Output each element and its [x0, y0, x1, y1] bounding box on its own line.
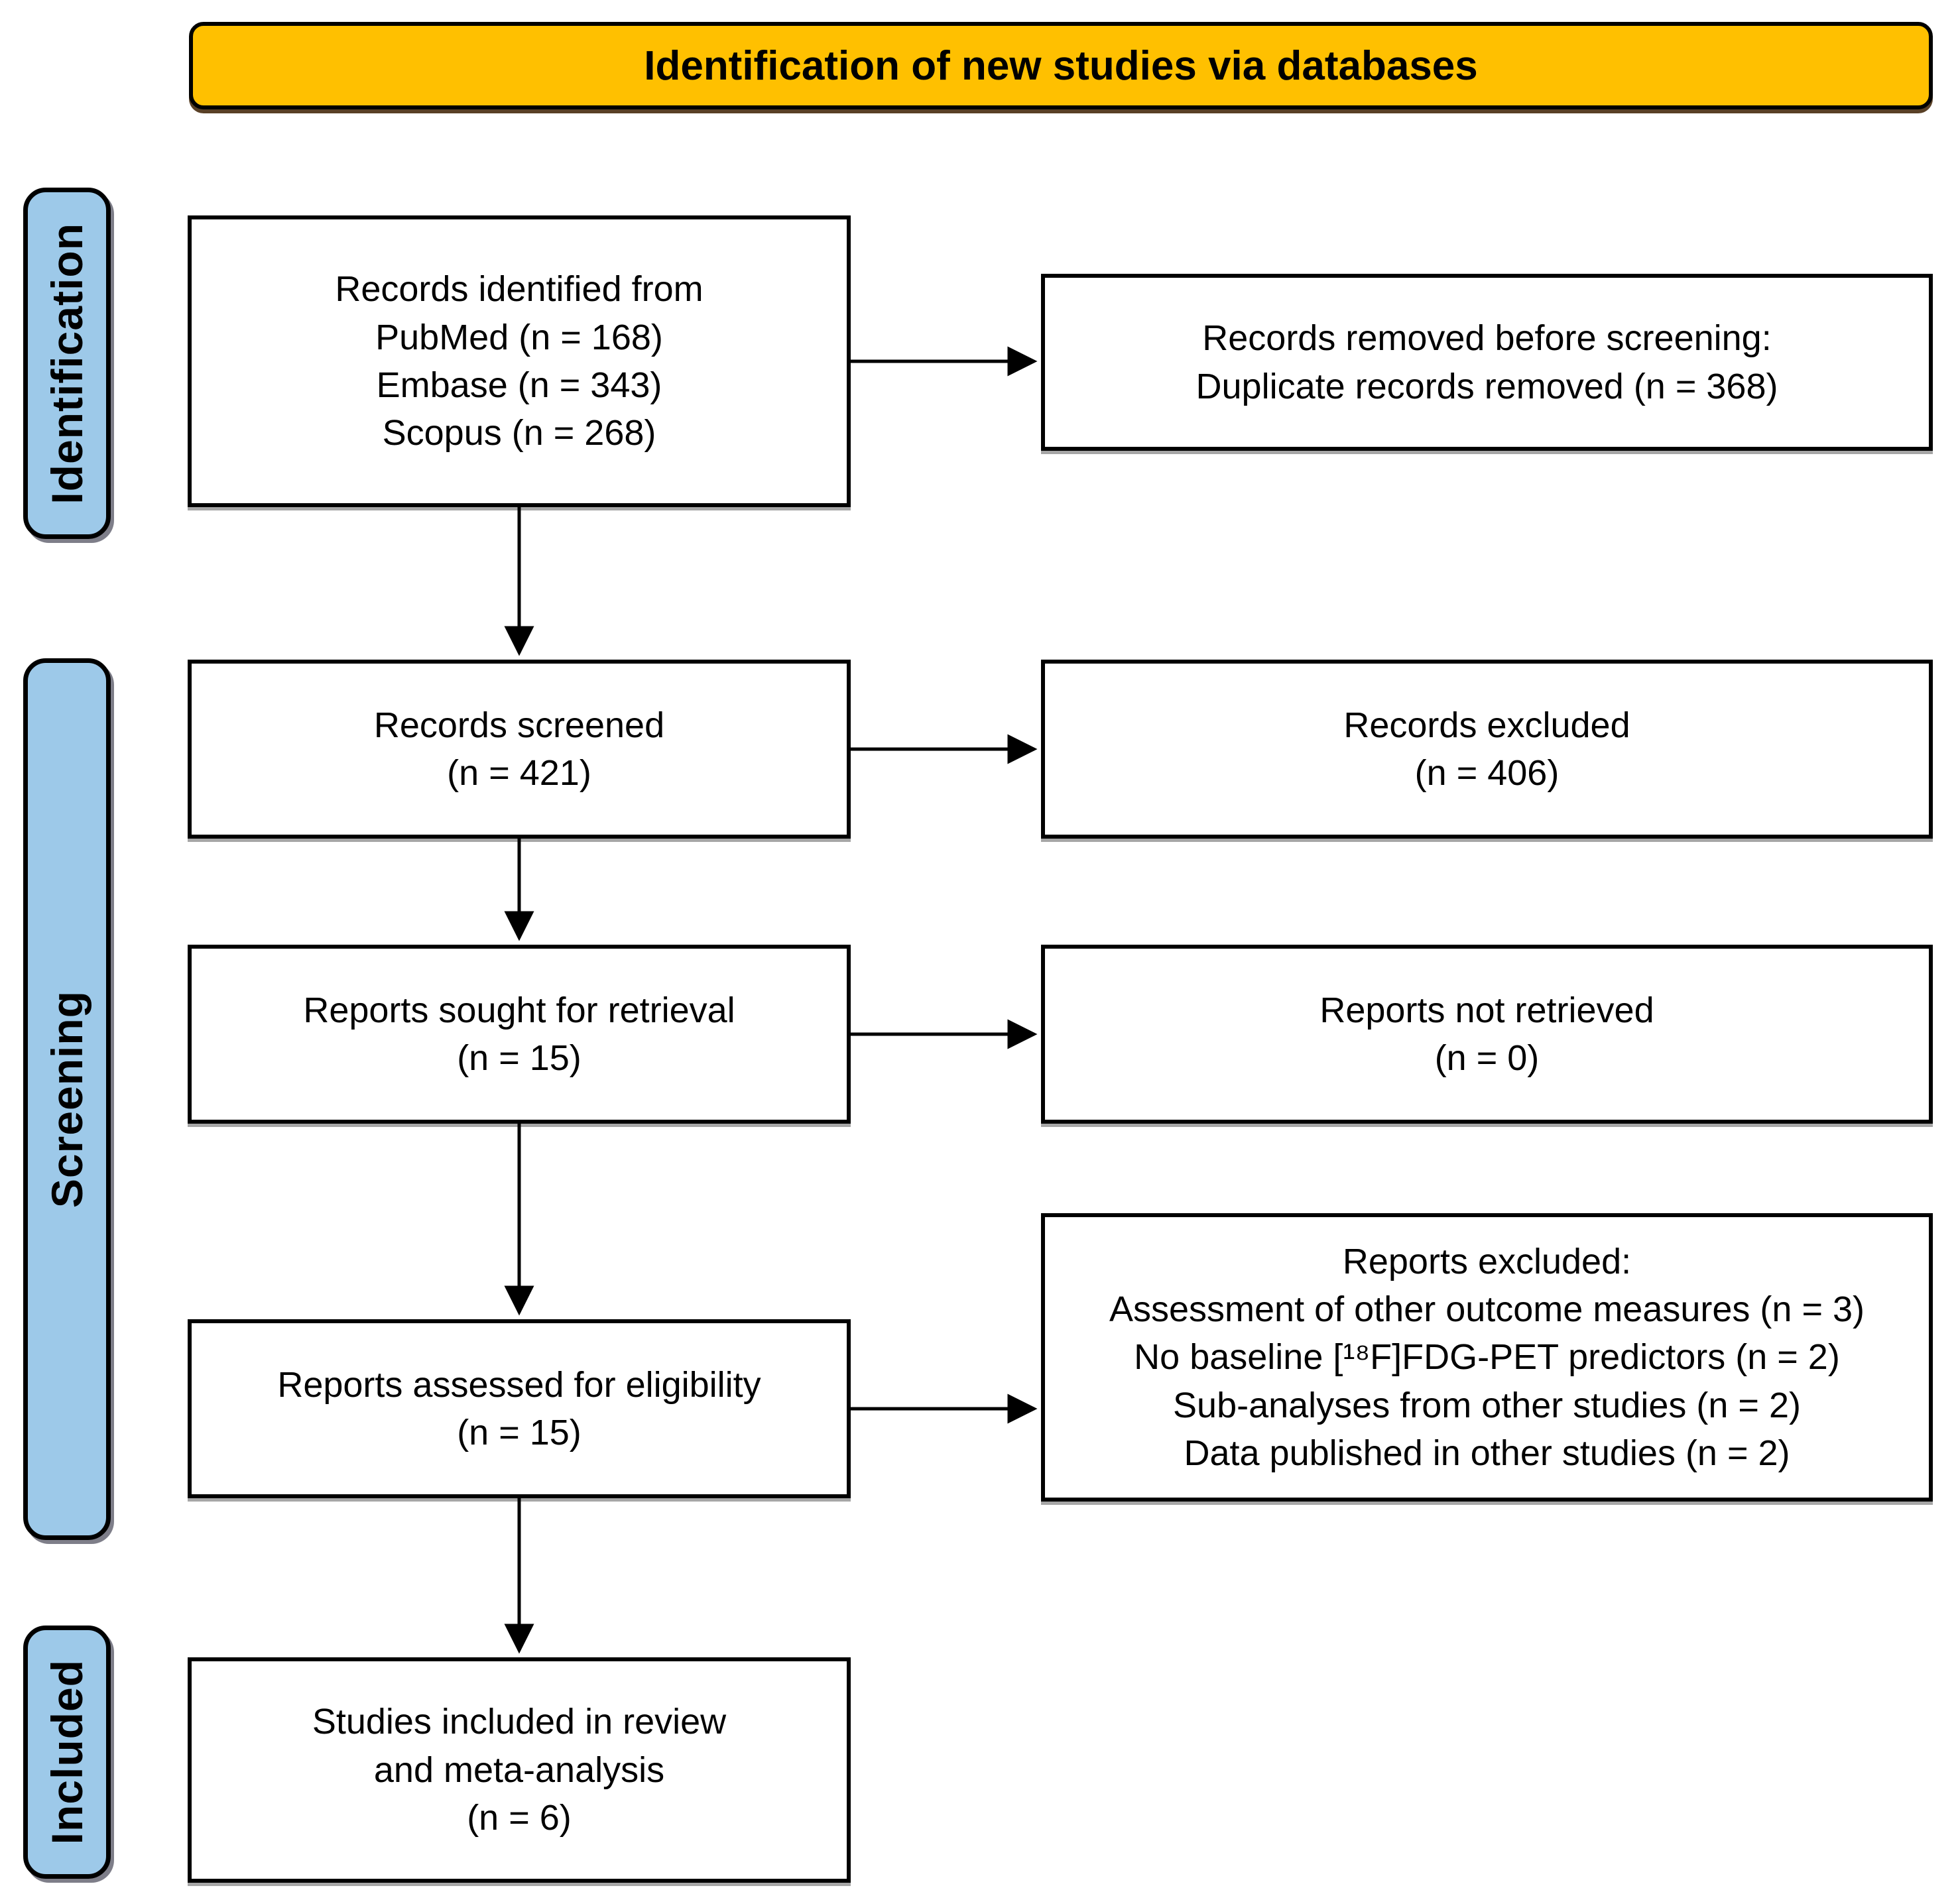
box-reports-not-retrieved-text: Reports not retrieved (n = 0)	[1319, 990, 1654, 1078]
box-records-screened-text: Records screened (n = 421)	[373, 705, 665, 793]
box-records-removed-before-screening: Records removed before screening: Duplic…	[1041, 274, 1933, 451]
box-studies-included-text: Studies included in review and meta-anal…	[312, 1702, 727, 1838]
stage-label-included: Included	[23, 1626, 111, 1879]
box-records-excluded-text: Records excluded (n = 406)	[1343, 705, 1630, 793]
box-studies-included: Studies included in review and meta-anal…	[188, 1657, 851, 1883]
box-records-excluded: Records excluded (n = 406)	[1041, 660, 1933, 839]
stage-label-screening-text: Screening	[42, 990, 92, 1209]
box-reports-excluded-text: Reports excluded: Assessment of other ou…	[1109, 1241, 1865, 1474]
box-reports-sought-text: Reports sought for retrieval (n = 15)	[303, 990, 735, 1078]
box-records-removed-text: Records removed before screening: Duplic…	[1195, 318, 1778, 406]
banner-title: Identification of new studies via databa…	[644, 42, 1478, 89]
box-reports-assessed-text: Reports assessed for eligibility (n = 15…	[277, 1364, 761, 1452]
box-reports-assessed-for-eligibility: Reports assessed for eligibility (n = 15…	[188, 1319, 851, 1498]
box-records-identified-text: Records identified from PubMed (n = 168)…	[335, 269, 704, 453]
banner: Identification of new studies via databa…	[189, 22, 1933, 109]
box-reports-excluded: Reports excluded: Assessment of other ou…	[1041, 1213, 1933, 1502]
stage-label-screening: Screening	[23, 658, 111, 1540]
stage-label-identification: Identification	[23, 188, 111, 539]
box-records-screened: Records screened (n = 421)	[188, 660, 851, 839]
stage-label-included-text: Included	[42, 1659, 92, 1845]
box-reports-sought-for-retrieval: Reports sought for retrieval (n = 15)	[188, 945, 851, 1124]
box-reports-not-retrieved: Reports not retrieved (n = 0)	[1041, 945, 1933, 1124]
box-records-identified: Records identified from PubMed (n = 168)…	[188, 215, 851, 507]
stage-label-identification-text: Identification	[42, 222, 92, 504]
